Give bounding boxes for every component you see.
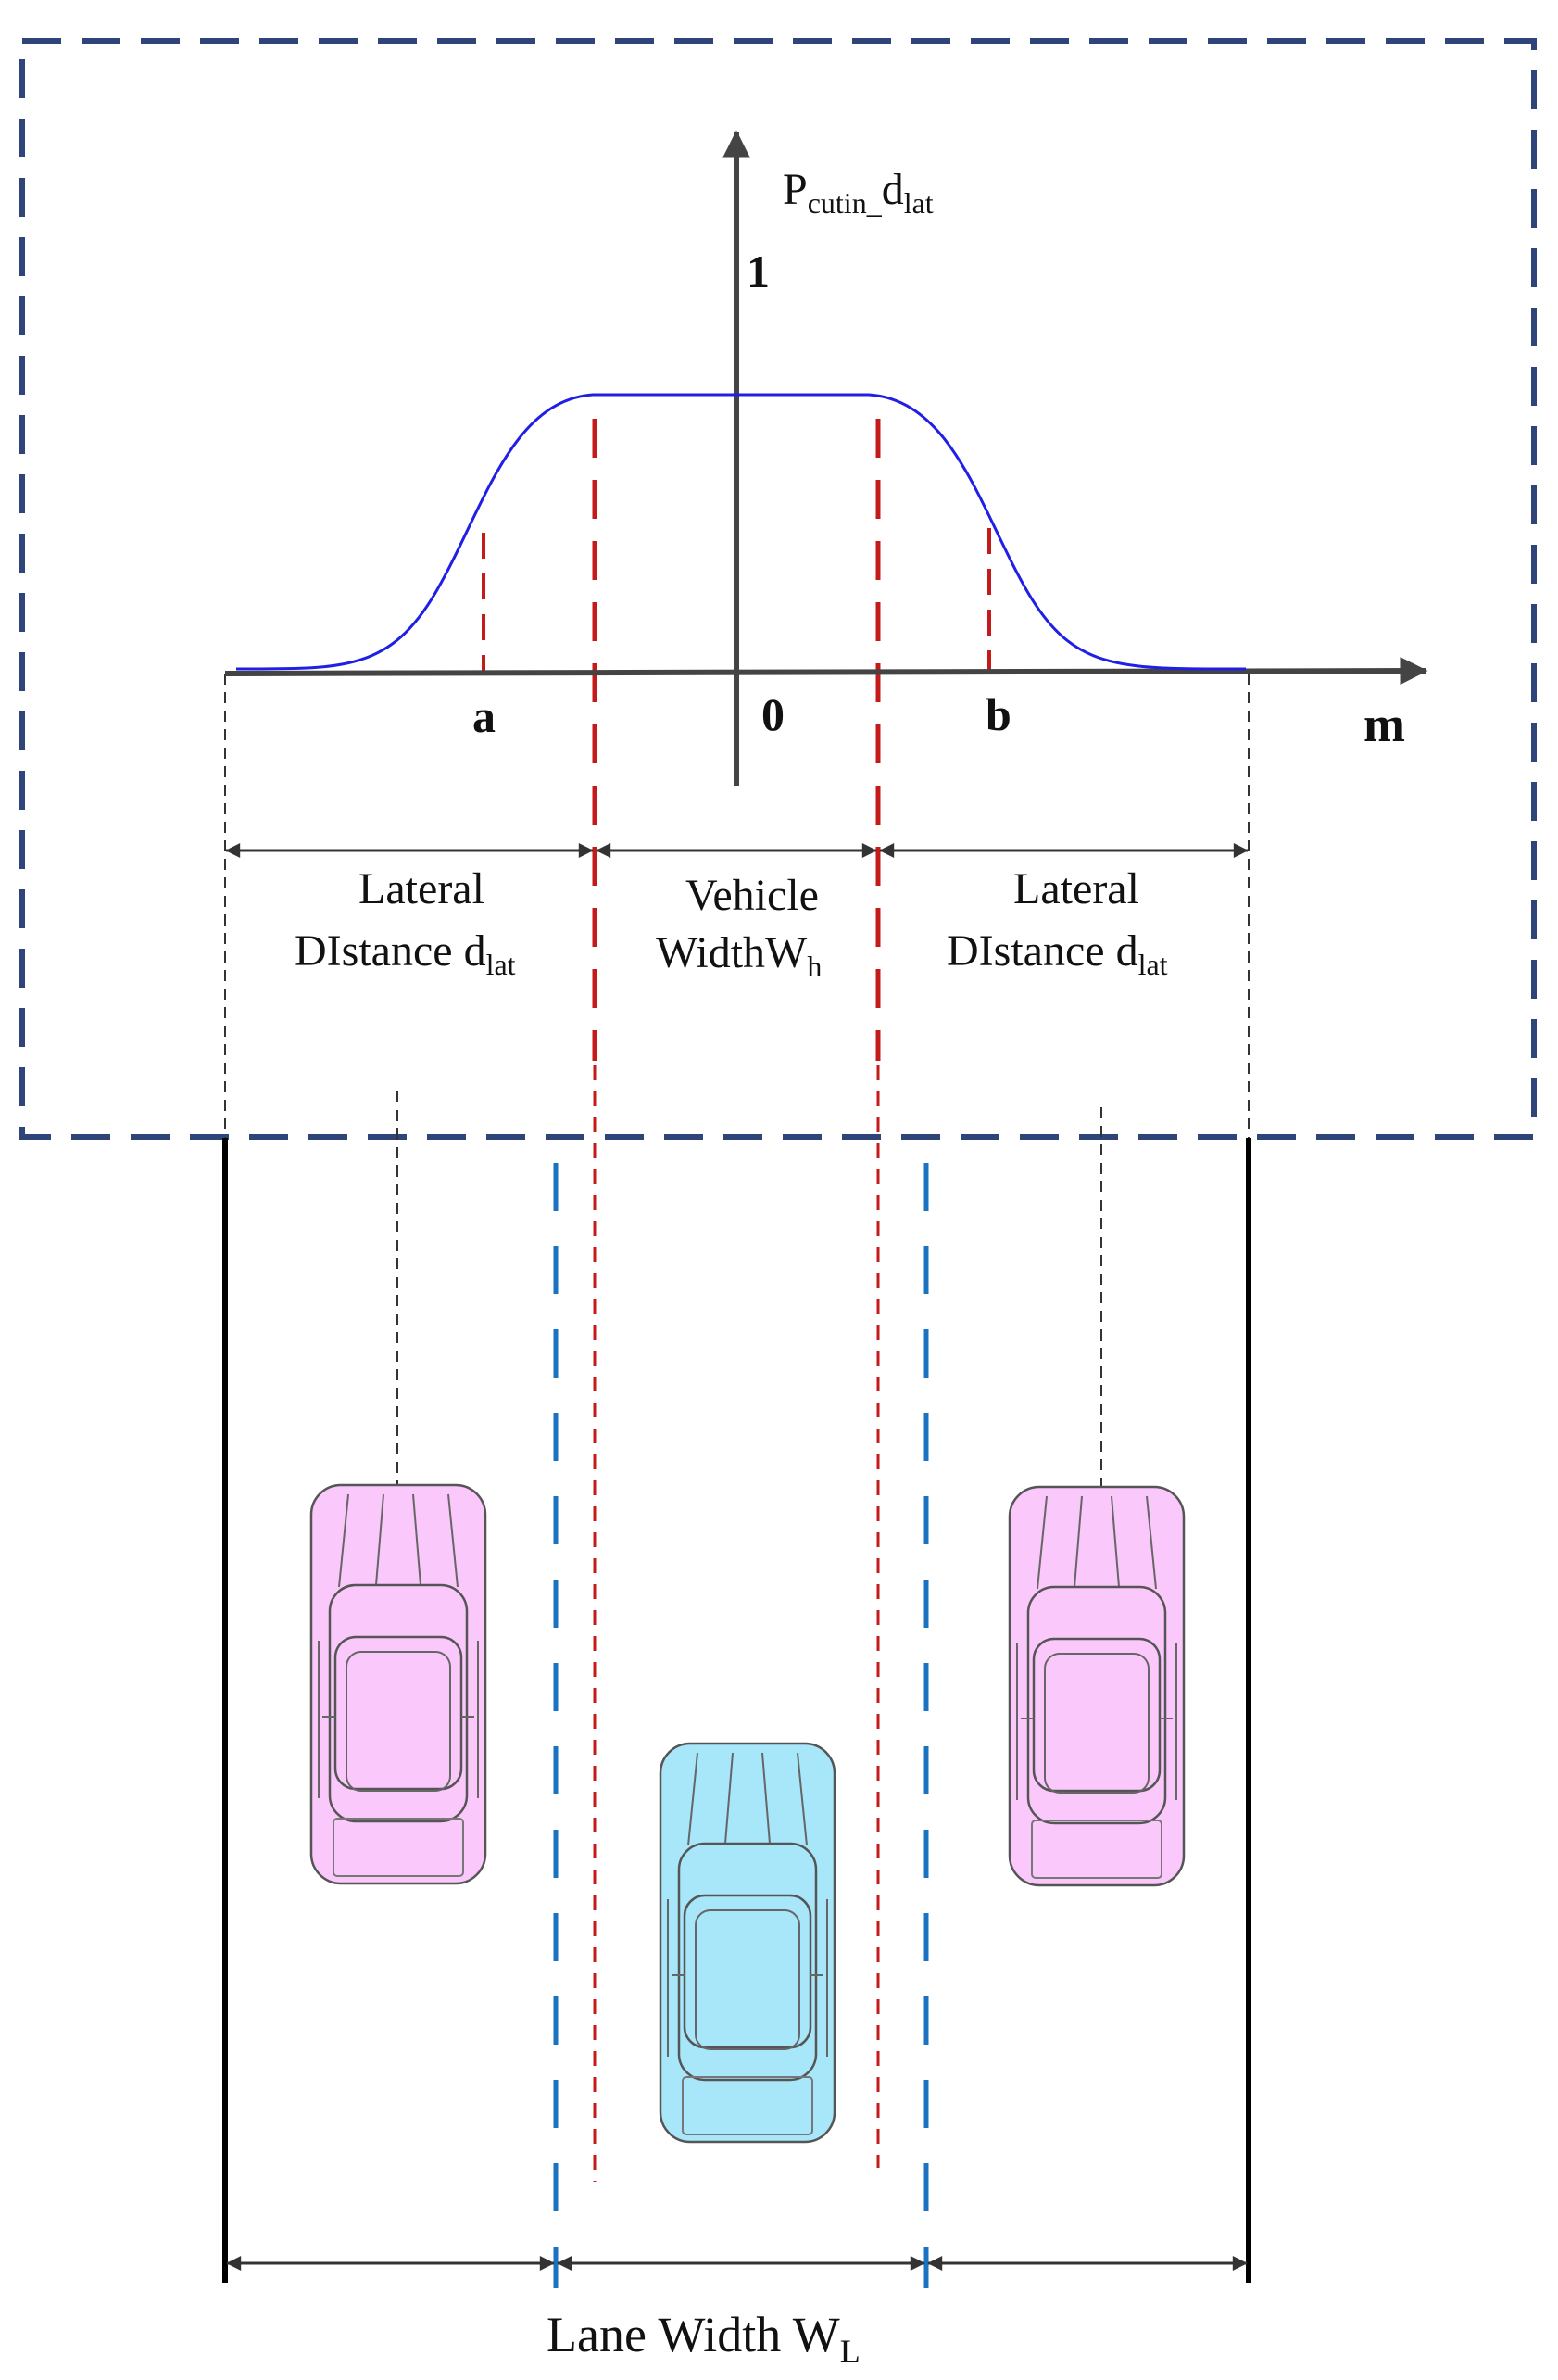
y-axis-label: Pcutin_dlat xyxy=(783,165,934,220)
probability-curve xyxy=(235,393,1247,671)
x-tick-zero: 0 xyxy=(761,688,785,740)
vehicle-width-label-line1: Vehicle xyxy=(685,871,819,920)
right-neighbor-car xyxy=(1008,1485,1186,1887)
left-lateral-label-line1: Lateral xyxy=(358,864,484,913)
left-neighbor-car xyxy=(309,1483,487,1885)
right-lateral-label-line1: Lateral xyxy=(1013,864,1139,913)
x-axis-label: m xyxy=(1363,697,1405,752)
lane-width-label: Lane Width WL xyxy=(547,2307,861,2370)
vehicle-width-label-line2: WidthWh xyxy=(656,928,822,983)
x-tick-b: b xyxy=(986,688,1011,740)
y-tick-one: 1 xyxy=(747,246,770,297)
x-tick-a: a xyxy=(472,690,496,742)
x-axis xyxy=(224,657,1428,686)
left-lateral-label-line2: DIstance dlat xyxy=(295,926,516,981)
ego-car xyxy=(659,1742,836,2144)
right-lateral-label-line2: DIstance dlat xyxy=(947,926,1168,981)
